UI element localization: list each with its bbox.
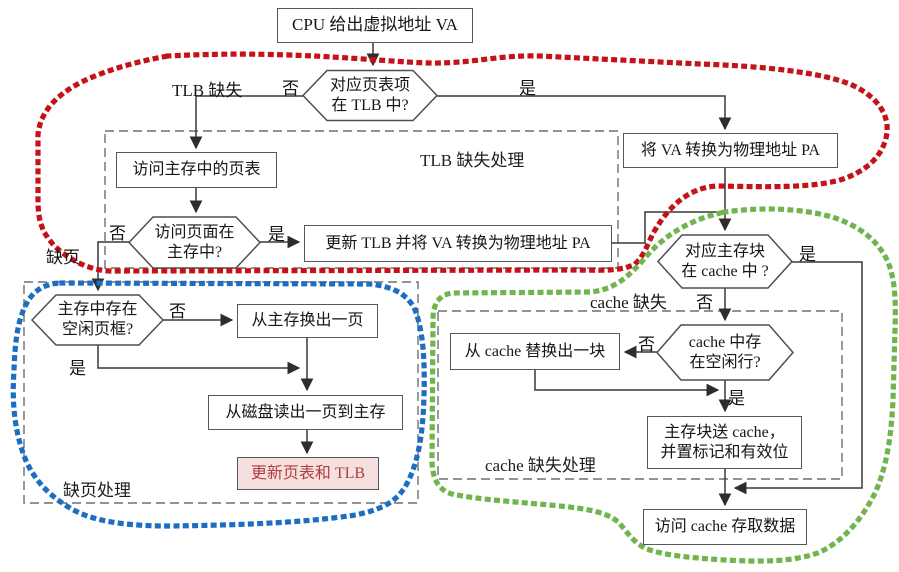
edge-label-tlb-yes: 是 [519,79,536,98]
decision-pte-in-tlb: 对应页表项 在 TLB 中? [329,76,410,114]
decision-block-in-cache: 对应主存块 在 cache 中 ? [681,242,769,280]
process-update-page-table: 更新页表和 TLB [237,457,379,490]
region-label-page-fault-handling: 缺页处理 [63,481,131,500]
region-label-tlb-miss-handling: TLB 缺失处理 [420,151,525,170]
edge-label-cache-miss: cache 缺失 [590,293,667,312]
process-swap-out-page: 从主存换出一页 [237,304,378,338]
edge-label-page-fault: 缺页 [46,248,80,267]
process-replace-cache-block: 从 cache 替换出一块 [450,333,620,370]
tlb-miss-handling-region-border [104,130,619,269]
edge-label-line-no: 否 [638,335,655,354]
decision-shape-pte-in-tlb [301,69,439,122]
decision-shapes [30,69,794,381]
edge-frame-yes-join [97,345,301,375]
decision-shape-page-in-memory [127,216,262,269]
edge-label-page-no: 否 [109,224,126,243]
green-dotted-region-outline [429,206,898,564]
edge-label-block-yes: 是 [799,245,816,264]
blue-dotted-region-outline [10,280,427,529]
connector-lines [91,43,863,507]
decision-shape-free-page-frame [30,294,165,346]
edge-page-no-to-frame-decision [91,241,129,292]
decision-free-cache-line: cache 中存 在空闲行? [688,333,762,371]
edge-label-frame-yes: 是 [69,359,86,378]
dotted-region-loops [10,51,898,564]
edge-label-tlb-no: 否 [282,79,299,98]
edge-label-page-yes: 是 [268,225,285,244]
process-access-cache: 访问 cache 存取数据 [643,509,807,545]
edge-label-line-yes: 是 [728,389,745,408]
decision-page-in-memory: 访问页面在 主存中? [154,223,235,261]
edge-block-yes-bypass [733,261,863,495]
region-label-cache-miss-handling: cache 缺失处理 [485,456,596,475]
edge-tlb-no-to-pagetable [189,95,303,150]
decision-free-page-frame: 主存中存在 空闲页框? [57,300,138,338]
process-visit-page-table: 访问主存中的页表 [116,152,277,188]
process-read-from-disk: 从磁盘读出一页到主存 [208,395,403,430]
decision-shape-block-in-cache [656,234,794,289]
edge-label-block-no: 否 [696,293,713,312]
edge-label-tlb-miss: TLB 缺失 [172,81,243,100]
process-update-tlb: 更新 TLB 并将 VA 转换为物理地址 PA [304,225,612,262]
edge-update-tlb-join [612,211,725,244]
edge-replace-join [534,370,720,397]
process-va-to-pa: 将 VA 转换为物理地址 PA [623,133,838,168]
process-cpu-va: CPU 给出虚拟地址 VA [277,8,473,43]
cache-miss-handling-region-border [437,310,843,480]
edge-tlb-yes-to-vapa [437,95,732,131]
decision-shape-free-cache-line [656,324,794,381]
process-load-block-to-cache: 主存块送 cache， 并置标记和有效位 [647,416,802,469]
edge-label-frame-no: 否 [169,302,186,321]
red-dotted-region-outline [35,51,890,274]
